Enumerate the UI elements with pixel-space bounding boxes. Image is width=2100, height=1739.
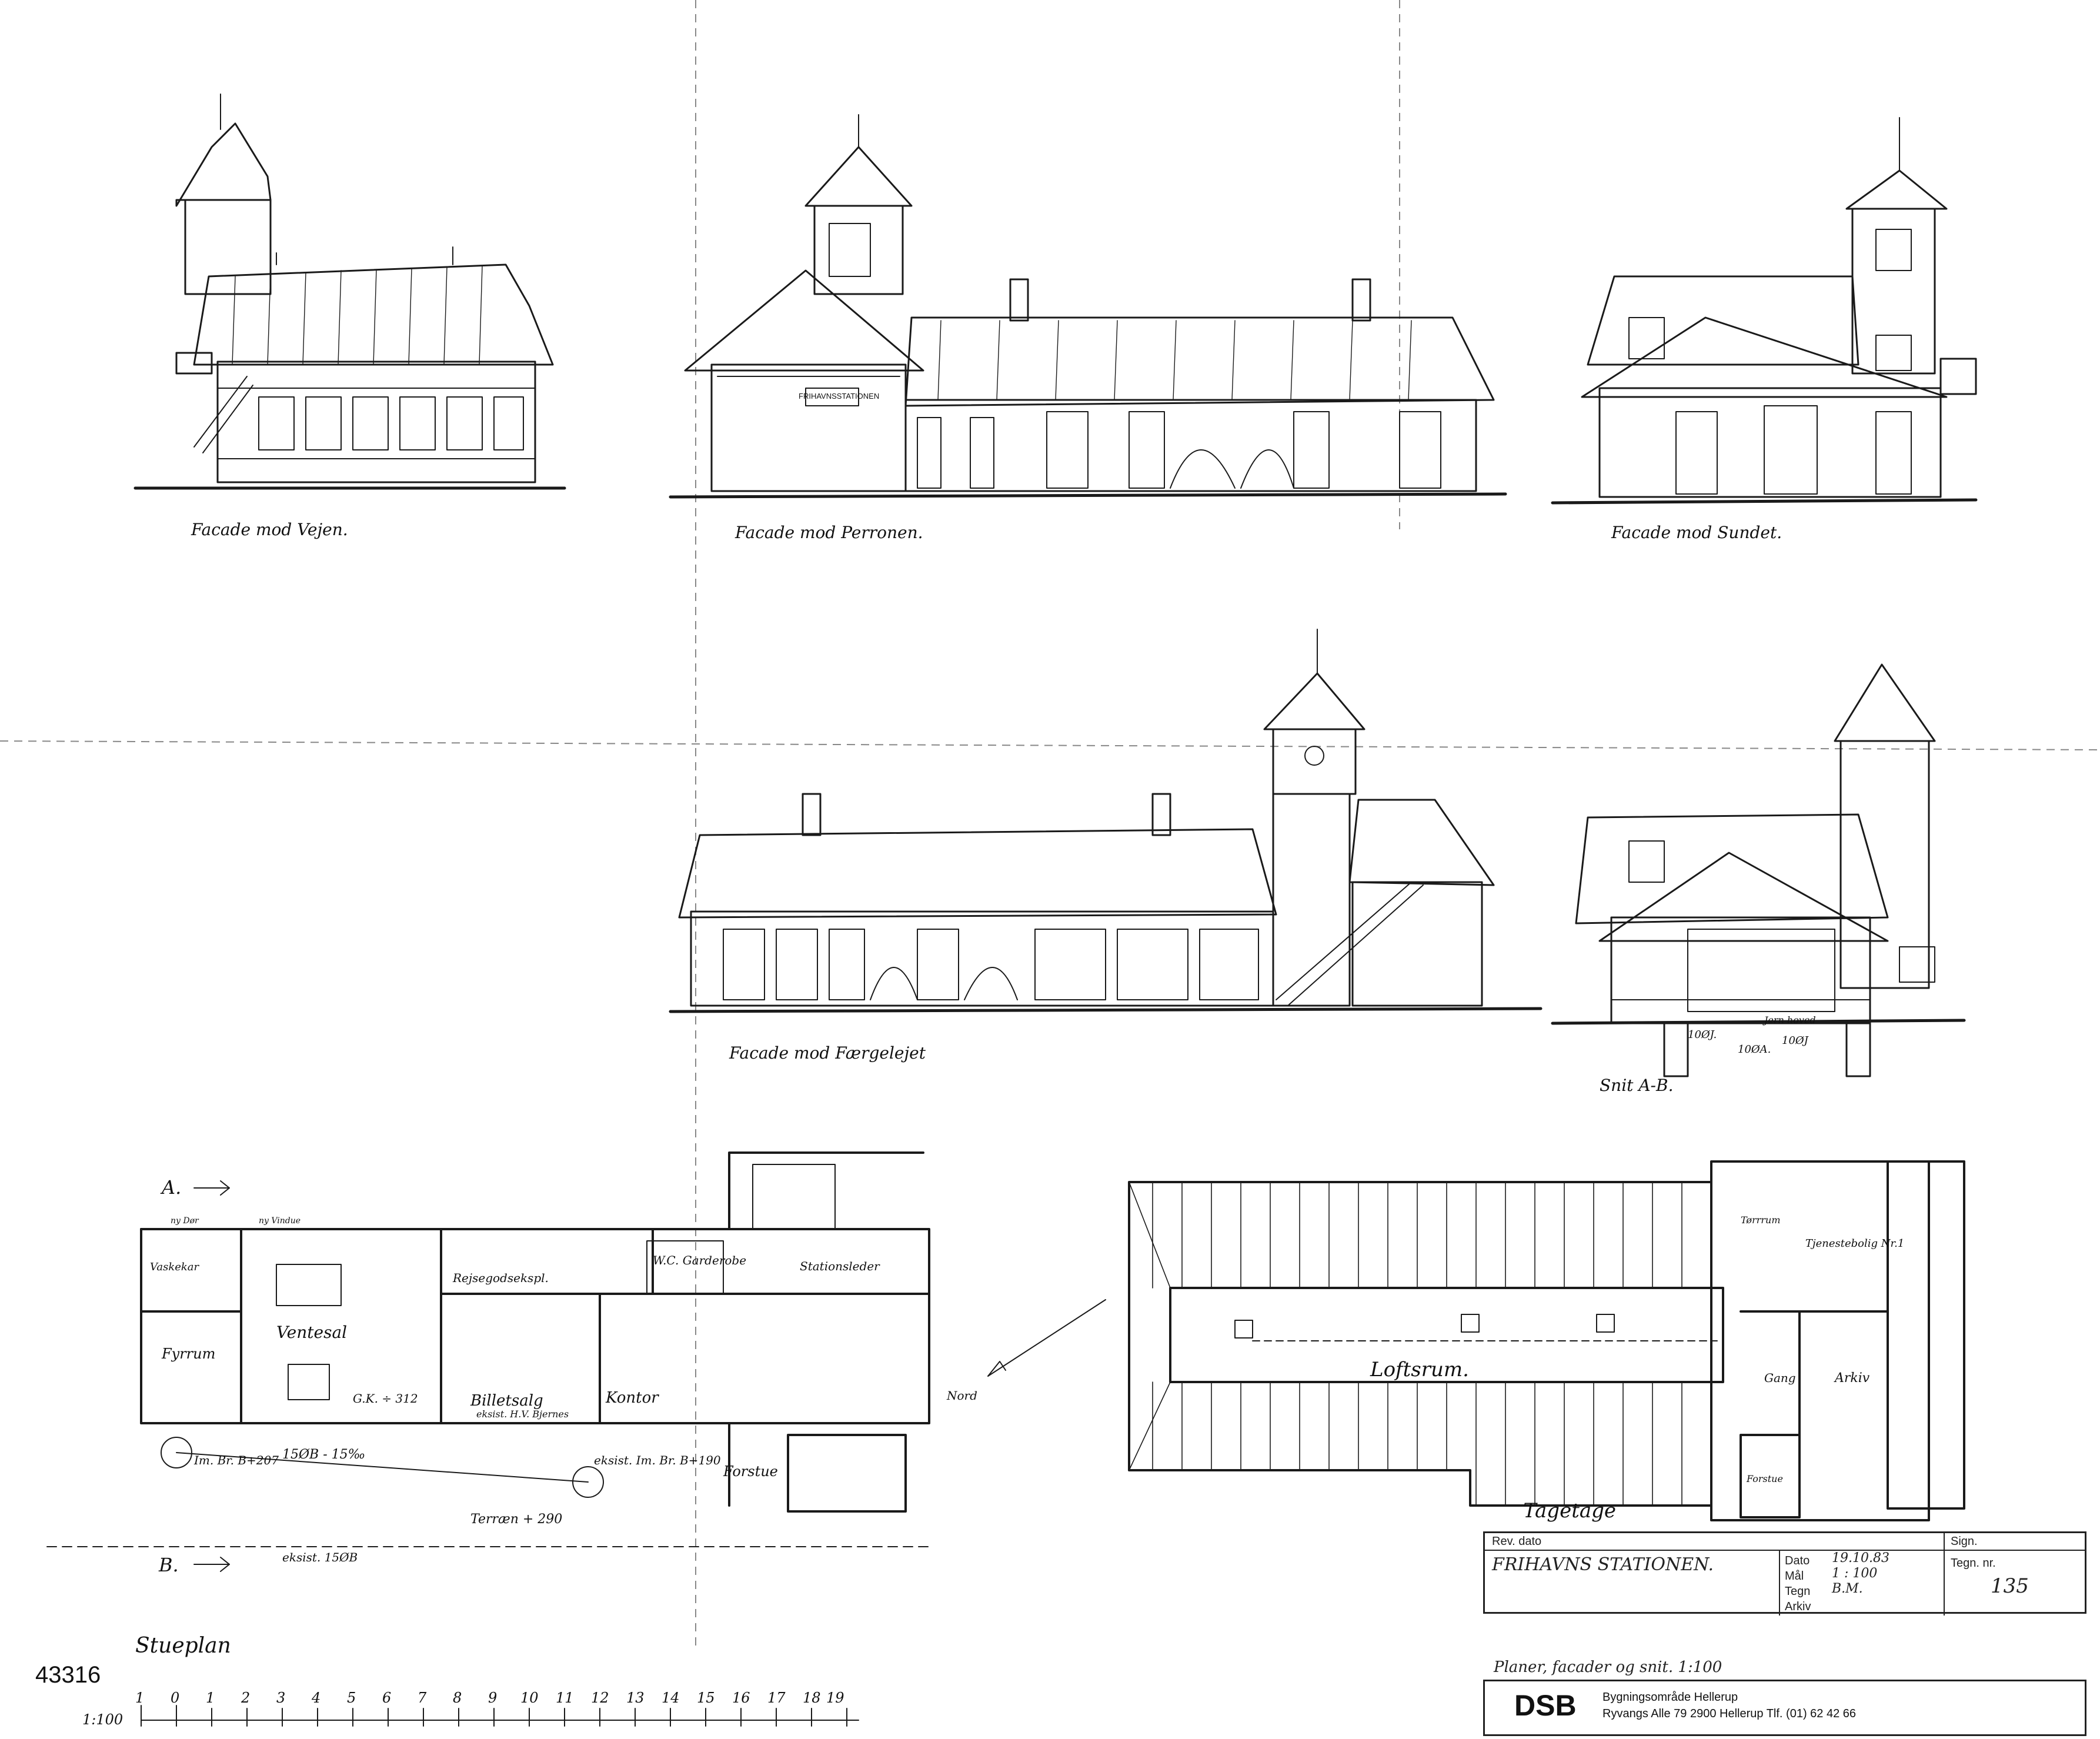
room-rejsegods: Rejsegodsekspl. [452,1271,549,1285]
note-terraen: Terræn + 290 [470,1512,562,1527]
section-mark-b: B. [158,1554,179,1576]
sign-label: Sign. [1951,1535,1978,1548]
scale-tick-4: 3 [276,1690,285,1706]
note-gk: G.K. ÷ 312 [353,1391,418,1406]
note-ny-vindue: ny Vindue [259,1216,301,1226]
dsb-company-box: DSB Bygningsområde Hellerup Ryvangs Alle… [1483,1680,2086,1736]
section-a-b [1551,663,1966,1077]
rev-dato-label: Rev. dato [1492,1535,1542,1548]
project-title: FRIHAVNS STATIONEN. [1492,1554,1714,1575]
roof-plan-labels: Loftsrum. Tjenestebolig Nr.1 Gang Arkiv … [946,1214,1904,1523]
room-vaskekar: Vaskekar [150,1261,200,1273]
room-stationsleder: Stationsleder [800,1259,880,1273]
archive-number: 43316 [35,1662,101,1688]
scale-tick-18: 17 [767,1690,786,1706]
title-block-divider-2 [1944,1533,1945,1615]
scale-tick-16: 15 [697,1690,715,1706]
room-gang: Gang [1764,1371,1796,1385]
scale-tick-9: 8 [453,1690,462,1706]
scale-tick-5: 4 [311,1690,320,1706]
title-block-header-row [1485,1533,2085,1551]
scale-bar-ticks: 1 0 1 2 3 4 5 6 7 8 9 10 11 12 13 14 15 … [135,1690,844,1706]
scale-tick-12: 11 [556,1690,574,1706]
room-kontor: Kontor [605,1389,659,1407]
section-mark-a: A. [160,1176,181,1199]
scale-tick-11: 10 [520,1690,539,1706]
station-sign-perron: FRIHAVNSSTATIONEN [799,392,879,400]
scale-tick-13: 12 [591,1690,609,1706]
room-tjenestebolig: Tjenestebolig Nr.1 [1805,1237,1904,1250]
room-wc-garderobe: W.C. Garderobe [653,1253,746,1267]
section-label-10oj-b: 10ØJ [1782,1034,1809,1047]
scale-tick-8: 7 [418,1690,427,1706]
title-block: Rev. dato Sign. FRIHAVNS STATIONEN. Dato… [1483,1531,2086,1615]
roof-plan-title: Tagetage [1523,1499,1616,1523]
facade-vejen-label: Facade mod Vejen. [191,520,348,539]
room-billetsalg: Billetsalg [470,1392,543,1410]
note-eksist-im-br: eksist. Im. Br. B+190 [594,1453,721,1467]
note-eksist-hv: eksist. H.V. Bjernes [476,1408,569,1420]
note-ny-dor: ny Dør [171,1216,199,1226]
tegn-label: Tegn [1785,1585,1811,1598]
facade-sundet [1551,117,1978,505]
ground-plan-labels: A. B. Ventesal Fyrrum Billetsalg Kontor … [135,1176,880,1658]
section-label-10oa: 10ØA. [1738,1043,1771,1056]
scale-tick-20: 19 [826,1690,844,1706]
scale-tick-15: 14 [662,1690,680,1706]
scale-tick-10: 9 [488,1690,497,1706]
mal-label: Mål [1785,1570,1804,1583]
company-line-1: Bygningsområde Hellerup [1602,1691,1738,1704]
room-torrum: Tørrrum [1741,1214,1780,1226]
scale-tick-17: 16 [732,1690,750,1706]
scale-tick-19: 18 [803,1690,821,1706]
section-label-10oj-a: 10ØJ. [1688,1029,1717,1041]
sheet-subtitle: Planer, facader og snit. 1:100 [1494,1658,1722,1676]
note-im-br: Im. Br. B+207 [193,1453,279,1467]
note-15ob: 15ØB - 15‰ [282,1447,365,1462]
facade-perronen [669,114,1507,499]
scale-bar [141,1705,859,1727]
section-a-b-label: Snit A-B. [1600,1076,1673,1095]
facade-vejen [133,94,566,490]
tegn-nr-label: Tegn. nr. [1951,1557,1996,1570]
title-block-divider-1 [1779,1550,1780,1615]
scale-tick-3: 2 [241,1690,250,1706]
section-small-labels: 10ØJ. 10ØA. 10ØJ Jern hoved [1688,1014,1816,1056]
north-arrow-label: Nord [946,1388,977,1403]
scale-tick-2: 1 [206,1690,215,1706]
scale-tick-6: 5 [347,1690,356,1706]
tegn-value: B.M. [1832,1581,1863,1596]
ground-plan [46,1151,930,1572]
scale-tick-0: 1 [135,1690,144,1706]
room-arkiv: Arkiv [1834,1371,1870,1386]
section-label-jern-hoved: Jern hoved [1762,1014,1816,1026]
room-fyrrum: Fyrrum [161,1346,215,1362]
note-eksist-15ob: eksist. 15ØB [282,1550,358,1564]
facade-faergelejet-label: Facade mod Færgelejet [729,1043,926,1063]
room-ventesal: Ventesal [276,1323,347,1342]
tegn-nr-value: 135 [1991,1574,2029,1598]
room-forstue-roof: Forstue [1746,1473,1783,1484]
dato-value: 19.10.83 [1832,1551,1889,1566]
facade-perronen-label: Facade mod Perronen. [735,523,923,542]
room-loftsrum: Loftsrum. [1370,1358,1469,1381]
scale-bar-label: 1:100 [82,1711,123,1728]
dato-label: Dato [1785,1554,1810,1567]
facade-sundet-label: Facade mod Sundet. [1611,523,1782,542]
dsb-logo: DSB [1514,1689,1577,1722]
roof-plan [987,1160,1965,1521]
mal-value: 1 : 100 [1832,1566,1878,1581]
arkiv-label: Arkiv [1785,1600,1811,1613]
scale-tick-1: 0 [171,1690,179,1706]
company-line-2: Ryvangs Alle 79 2900 Hellerup Tlf. (01) … [1602,1707,1857,1720]
scale-tick-14: 13 [626,1690,645,1706]
facade-faergelejet [669,629,1543,1013]
room-forstue: Forstue [723,1463,778,1480]
ground-plan-title: Stueplan [135,1634,231,1658]
scale-tick-7: 6 [382,1690,391,1706]
